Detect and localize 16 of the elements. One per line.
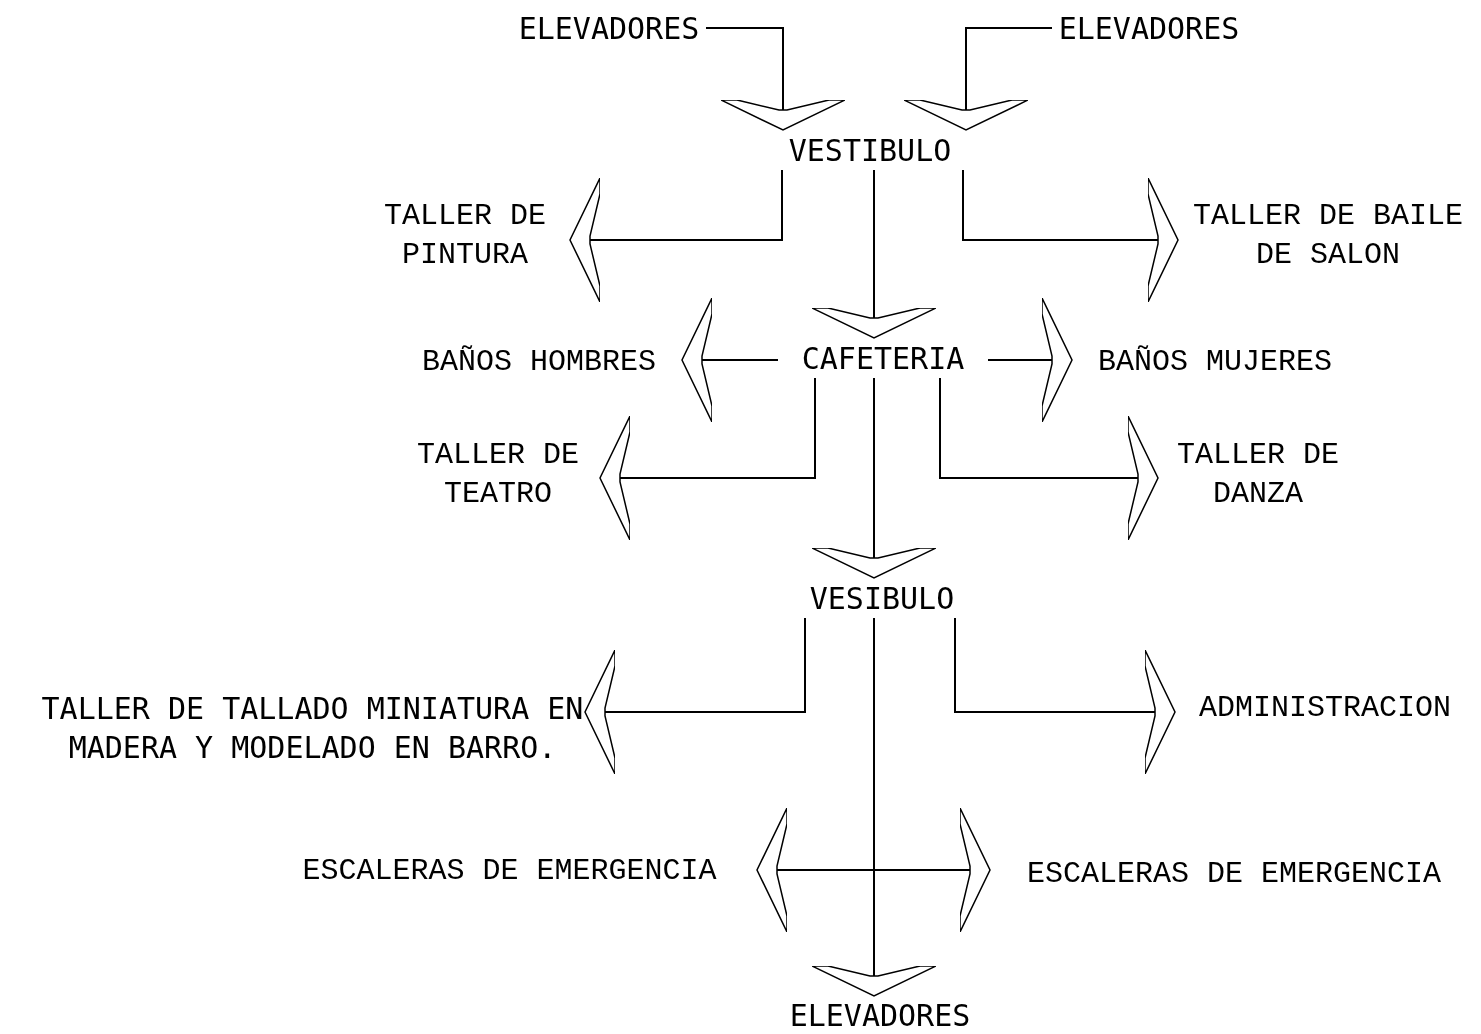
node-label: ESCALERAS DE EMERGENCIA bbox=[1026, 855, 1442, 893]
node-label: TALLER DE BAILE DE SALON bbox=[1191, 198, 1464, 274]
node-label: TALLER DE PINTURA bbox=[383, 198, 547, 274]
node-label: TALLER DE TALLADO MINIATURA EN MADERA Y MODELADO EN BARRO. bbox=[40, 689, 585, 767]
node-label: TALLER DE TEATRO bbox=[416, 437, 580, 513]
node-label: VESIBULO bbox=[809, 579, 955, 618]
node-label: VESTIBULO bbox=[788, 131, 952, 170]
node-label: ELEVADORES bbox=[518, 9, 700, 48]
node-label: TALLER DE DANZA bbox=[1176, 437, 1340, 513]
node-label: ADMINISTRACION bbox=[1198, 689, 1451, 727]
node-label: BAÑOS MUJERES bbox=[1097, 343, 1332, 381]
node-label: CAFETERIA bbox=[801, 339, 965, 378]
node-label: BAÑOS HOMBRES bbox=[421, 343, 656, 381]
node-label: ELEVADORES bbox=[789, 996, 971, 1034]
node-label: ESCALERAS DE EMERGENCIA bbox=[302, 852, 717, 890]
node-label: ELEVADORES bbox=[1058, 9, 1240, 48]
